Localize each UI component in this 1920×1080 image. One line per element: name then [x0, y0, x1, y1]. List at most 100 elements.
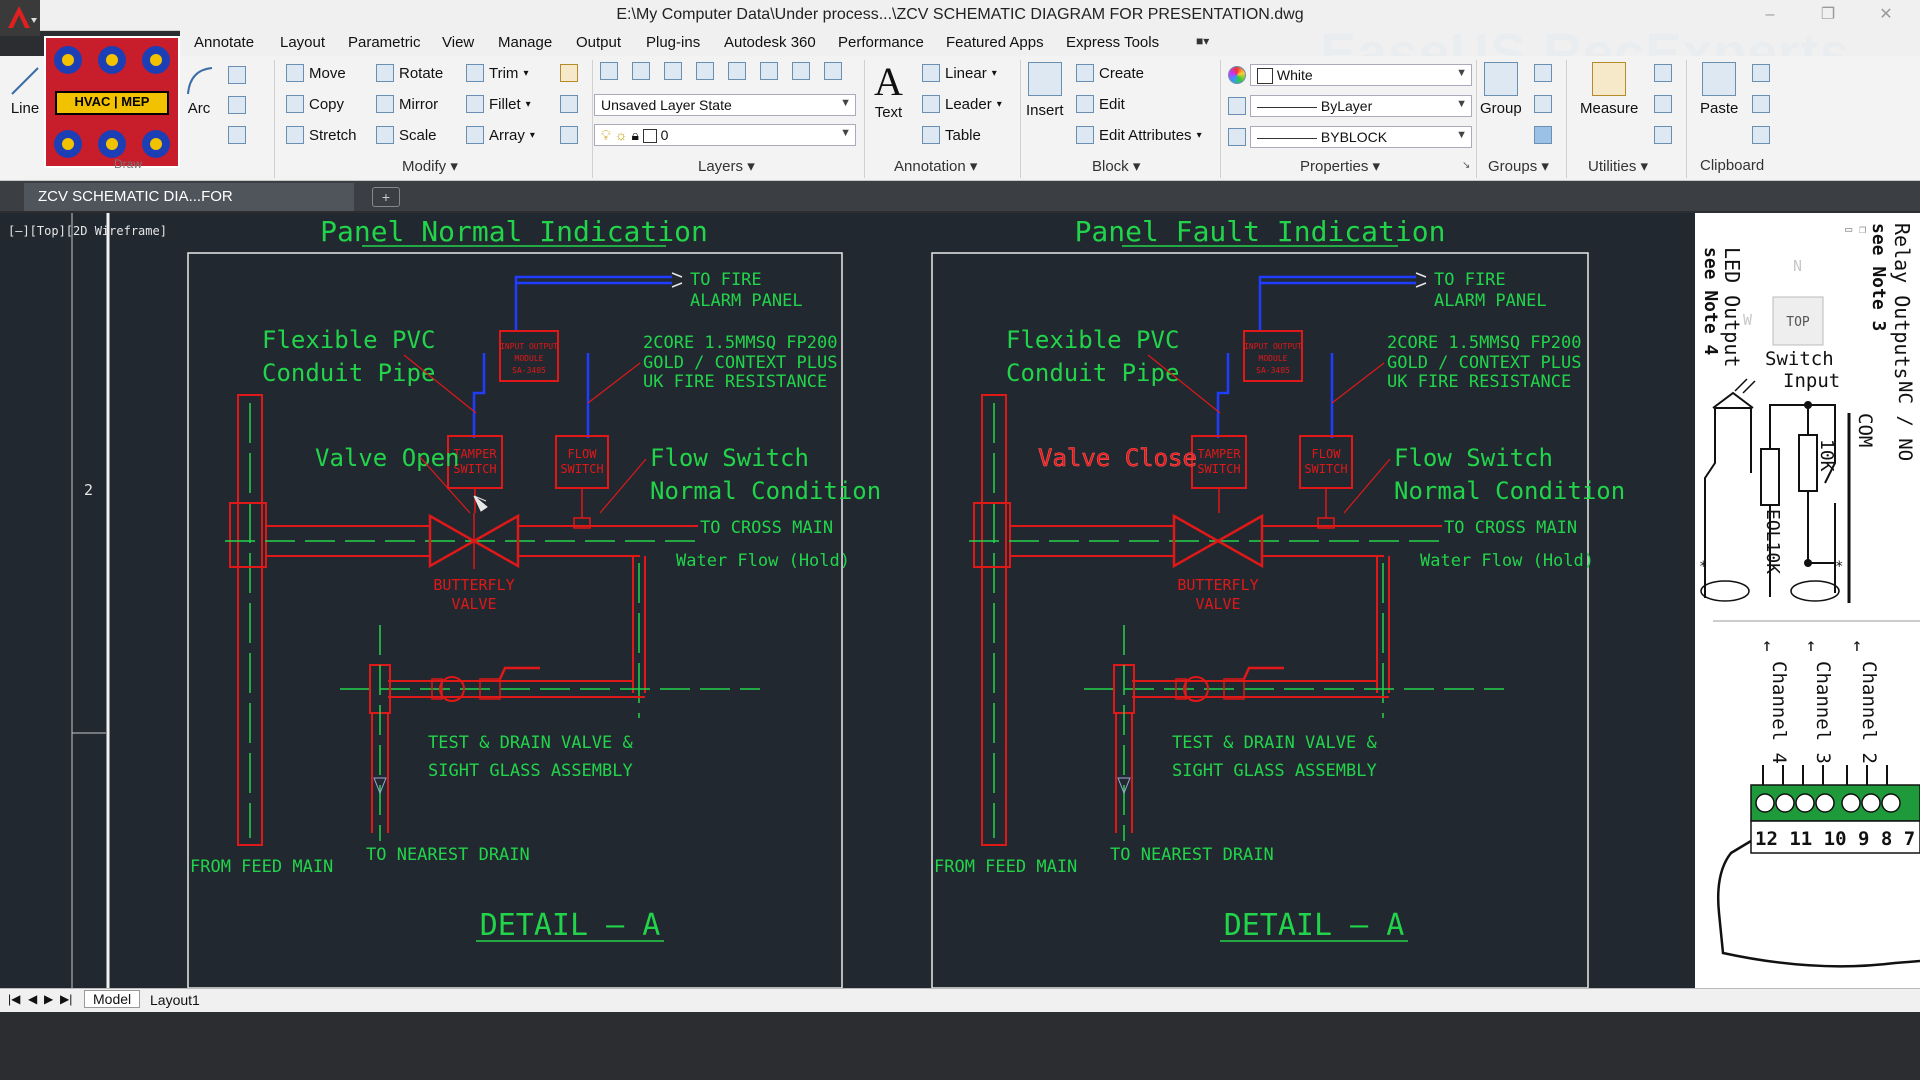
group-edit-icon[interactable]	[1534, 95, 1552, 113]
arc-tool[interactable]: Arc	[184, 64, 214, 117]
layer-state-dropdown[interactable]: Unsaved Layer State▼	[594, 94, 856, 116]
linetype-icon[interactable]	[1228, 128, 1246, 146]
close-button[interactable]: ✕	[1879, 6, 1893, 23]
layer-freeze-icon[interactable]	[760, 62, 778, 80]
arc-label: Arc	[187, 100, 211, 117]
viewcube-west[interactable]: W	[1743, 311, 1753, 329]
panel-minimize-icon[interactable]: ▭	[1845, 222, 1852, 236]
utilities-panel-title[interactable]: Utilities ▾	[1588, 158, 1649, 175]
linear-dimension-button[interactable]: Linear ▾	[922, 64, 997, 82]
next-layout-icon[interactable]: ▶	[44, 992, 54, 1006]
tab-autodesk-360[interactable]: Autodesk 360	[724, 34, 816, 51]
last-layout-icon[interactable]: ▶|	[60, 992, 73, 1006]
tab-featured-apps[interactable]: Featured Apps	[946, 34, 1044, 51]
new-tab-icon[interactable]: +	[372, 187, 400, 207]
move-button[interactable]: Move	[286, 64, 346, 82]
minimize-button[interactable]: –	[1765, 6, 1775, 23]
line-tool[interactable]: Line	[8, 64, 42, 117]
tab-parametric[interactable]: Parametric	[348, 34, 421, 51]
panel-restore-icon[interactable]: ❐	[1859, 222, 1866, 236]
layer-off-icon[interactable]	[792, 62, 810, 80]
edit-attributes-button[interactable]: Edit Attributes ▾	[1076, 126, 1202, 144]
document-tab[interactable]: ZCV SCHEMATIC DIA...FOR PRESENTATION* ✕	[24, 183, 354, 233]
cut-icon[interactable]	[1752, 64, 1770, 82]
viewcube-north[interactable]: N	[1793, 257, 1802, 275]
mirror-button[interactable]: Mirror	[376, 95, 438, 113]
tab-annotate[interactable]: Annotate	[194, 34, 255, 51]
calculator-icon[interactable]	[1654, 126, 1672, 144]
measure-button[interactable]: Measure	[1580, 62, 1638, 117]
lineweight-icon[interactable]	[1228, 97, 1246, 115]
paste-button[interactable]: Paste	[1700, 62, 1738, 117]
current-layer-dropdown[interactable]: 💡︎ ☼ 🔒︎ 0▼	[594, 124, 856, 146]
id-point-icon[interactable]	[1654, 95, 1672, 113]
groups-panel-title[interactable]: Groups ▾	[1488, 158, 1549, 175]
erase-icon[interactable]	[560, 64, 578, 82]
properties-panel-title[interactable]: Properties ▾	[1300, 158, 1381, 175]
tab-layout1[interactable]: Layout1	[150, 992, 200, 1008]
linetype-dropdown[interactable]: BYBLOCK▼	[1250, 126, 1472, 148]
tab-model[interactable]: Model	[84, 990, 141, 1008]
block-panel-title[interactable]: Block ▾	[1092, 158, 1141, 175]
edit-block-button[interactable]: Edit	[1076, 95, 1125, 113]
create-block-button[interactable]: Create	[1076, 64, 1144, 82]
viewport-controls-label[interactable]: [–][Top][2D Wireframe]	[8, 224, 167, 238]
tab-plug-ins[interactable]: Plug-ins	[646, 34, 701, 51]
rectangle-icon[interactable]	[228, 66, 246, 84]
layers-panel-title[interactable]: Layers ▾	[698, 158, 755, 175]
stretch-button[interactable]: Stretch	[286, 126, 357, 144]
modify-panel-title[interactable]: Modify ▾	[402, 158, 458, 175]
layer-match-icon[interactable]	[632, 62, 650, 80]
clipboard-panel-title[interactable]: Clipboard	[1700, 157, 1765, 174]
offset-icon[interactable]	[560, 126, 578, 144]
explode-icon[interactable]	[560, 95, 578, 113]
workspace-dropdown-icon[interactable]: ■▾	[1196, 34, 1210, 48]
rotate-icon	[376, 64, 394, 82]
color-dropdown[interactable]: White▼	[1250, 64, 1472, 86]
copy-button[interactable]: Copy	[286, 95, 344, 113]
layer-unisolate-icon[interactable]	[728, 62, 746, 80]
fillet-button[interactable]: Fillet ▾	[466, 95, 531, 113]
match-properties-icon[interactable]	[1228, 66, 1246, 84]
layer-properties-icon[interactable]	[600, 62, 618, 80]
text-button[interactable]: A Text	[874, 60, 903, 122]
group-button[interactable]: Group	[1480, 62, 1522, 117]
tab-view[interactable]: View	[442, 34, 475, 51]
trim-button[interactable]: Trim ▾	[466, 64, 528, 82]
drawing-viewport[interactable]: [–][Top][2D Wireframe] 2 Panel Normal In…	[0, 213, 1695, 988]
layer-isolate-icon[interactable]	[696, 62, 714, 80]
rotate-button[interactable]: Rotate	[376, 64, 443, 82]
hatch-icon[interactable]	[228, 96, 246, 114]
tab-manage[interactable]: Manage	[498, 34, 553, 51]
boundary-icon[interactable]	[228, 126, 246, 144]
autocad-logo-icon[interactable]	[0, 0, 40, 36]
array-button[interactable]: Array ▾	[466, 126, 535, 144]
tab-output[interactable]: Output	[576, 34, 622, 51]
table-button[interactable]: Table	[922, 126, 981, 144]
scale-button[interactable]: Scale	[376, 126, 437, 144]
viewcube-top[interactable]: TOP	[1786, 315, 1810, 330]
dialog-launcher-icon[interactable]: ↘	[1462, 160, 1471, 171]
drawing-canvas[interactable]: [–][Top][2D Wireframe] 2 Panel Normal In…	[0, 213, 1695, 988]
annotation-panel-title[interactable]: Annotation ▾	[894, 158, 978, 175]
prev-layout-icon[interactable]: ◀	[28, 992, 38, 1006]
restore-button[interactable]: ❐	[1820, 6, 1836, 23]
copy-clip-icon[interactable]	[1752, 95, 1770, 113]
left-test-drain-l2: SIGHT GLASS ASSEMBLY	[428, 761, 633, 781]
leader-button[interactable]: Leader ▾	[922, 95, 1002, 113]
viewcube-icon[interactable]	[1772, 296, 1824, 346]
tab-express-tools[interactable]: Express Tools	[1066, 34, 1160, 51]
ungroup-icon[interactable]	[1534, 64, 1552, 82]
left-cable-l1: 2CORE 1.5MMSQ FP200	[643, 333, 837, 353]
tab-layout[interactable]: Layout	[280, 34, 326, 51]
insert-block-button[interactable]: Insert	[1026, 62, 1064, 119]
draw-panel-title[interactable]: Draw	[114, 157, 143, 171]
quick-select-icon[interactable]	[1654, 64, 1672, 82]
group-selection-icon[interactable]	[1534, 126, 1552, 144]
tab-performance[interactable]: Performance	[838, 34, 924, 51]
layer-previous-icon[interactable]	[664, 62, 682, 80]
first-layout-icon[interactable]: |◀	[8, 992, 21, 1006]
layer-lock-icon[interactable]	[824, 62, 842, 80]
lineweight-dropdown[interactable]: ByLayer▼	[1250, 95, 1472, 117]
copy-base-icon[interactable]	[1752, 126, 1770, 144]
